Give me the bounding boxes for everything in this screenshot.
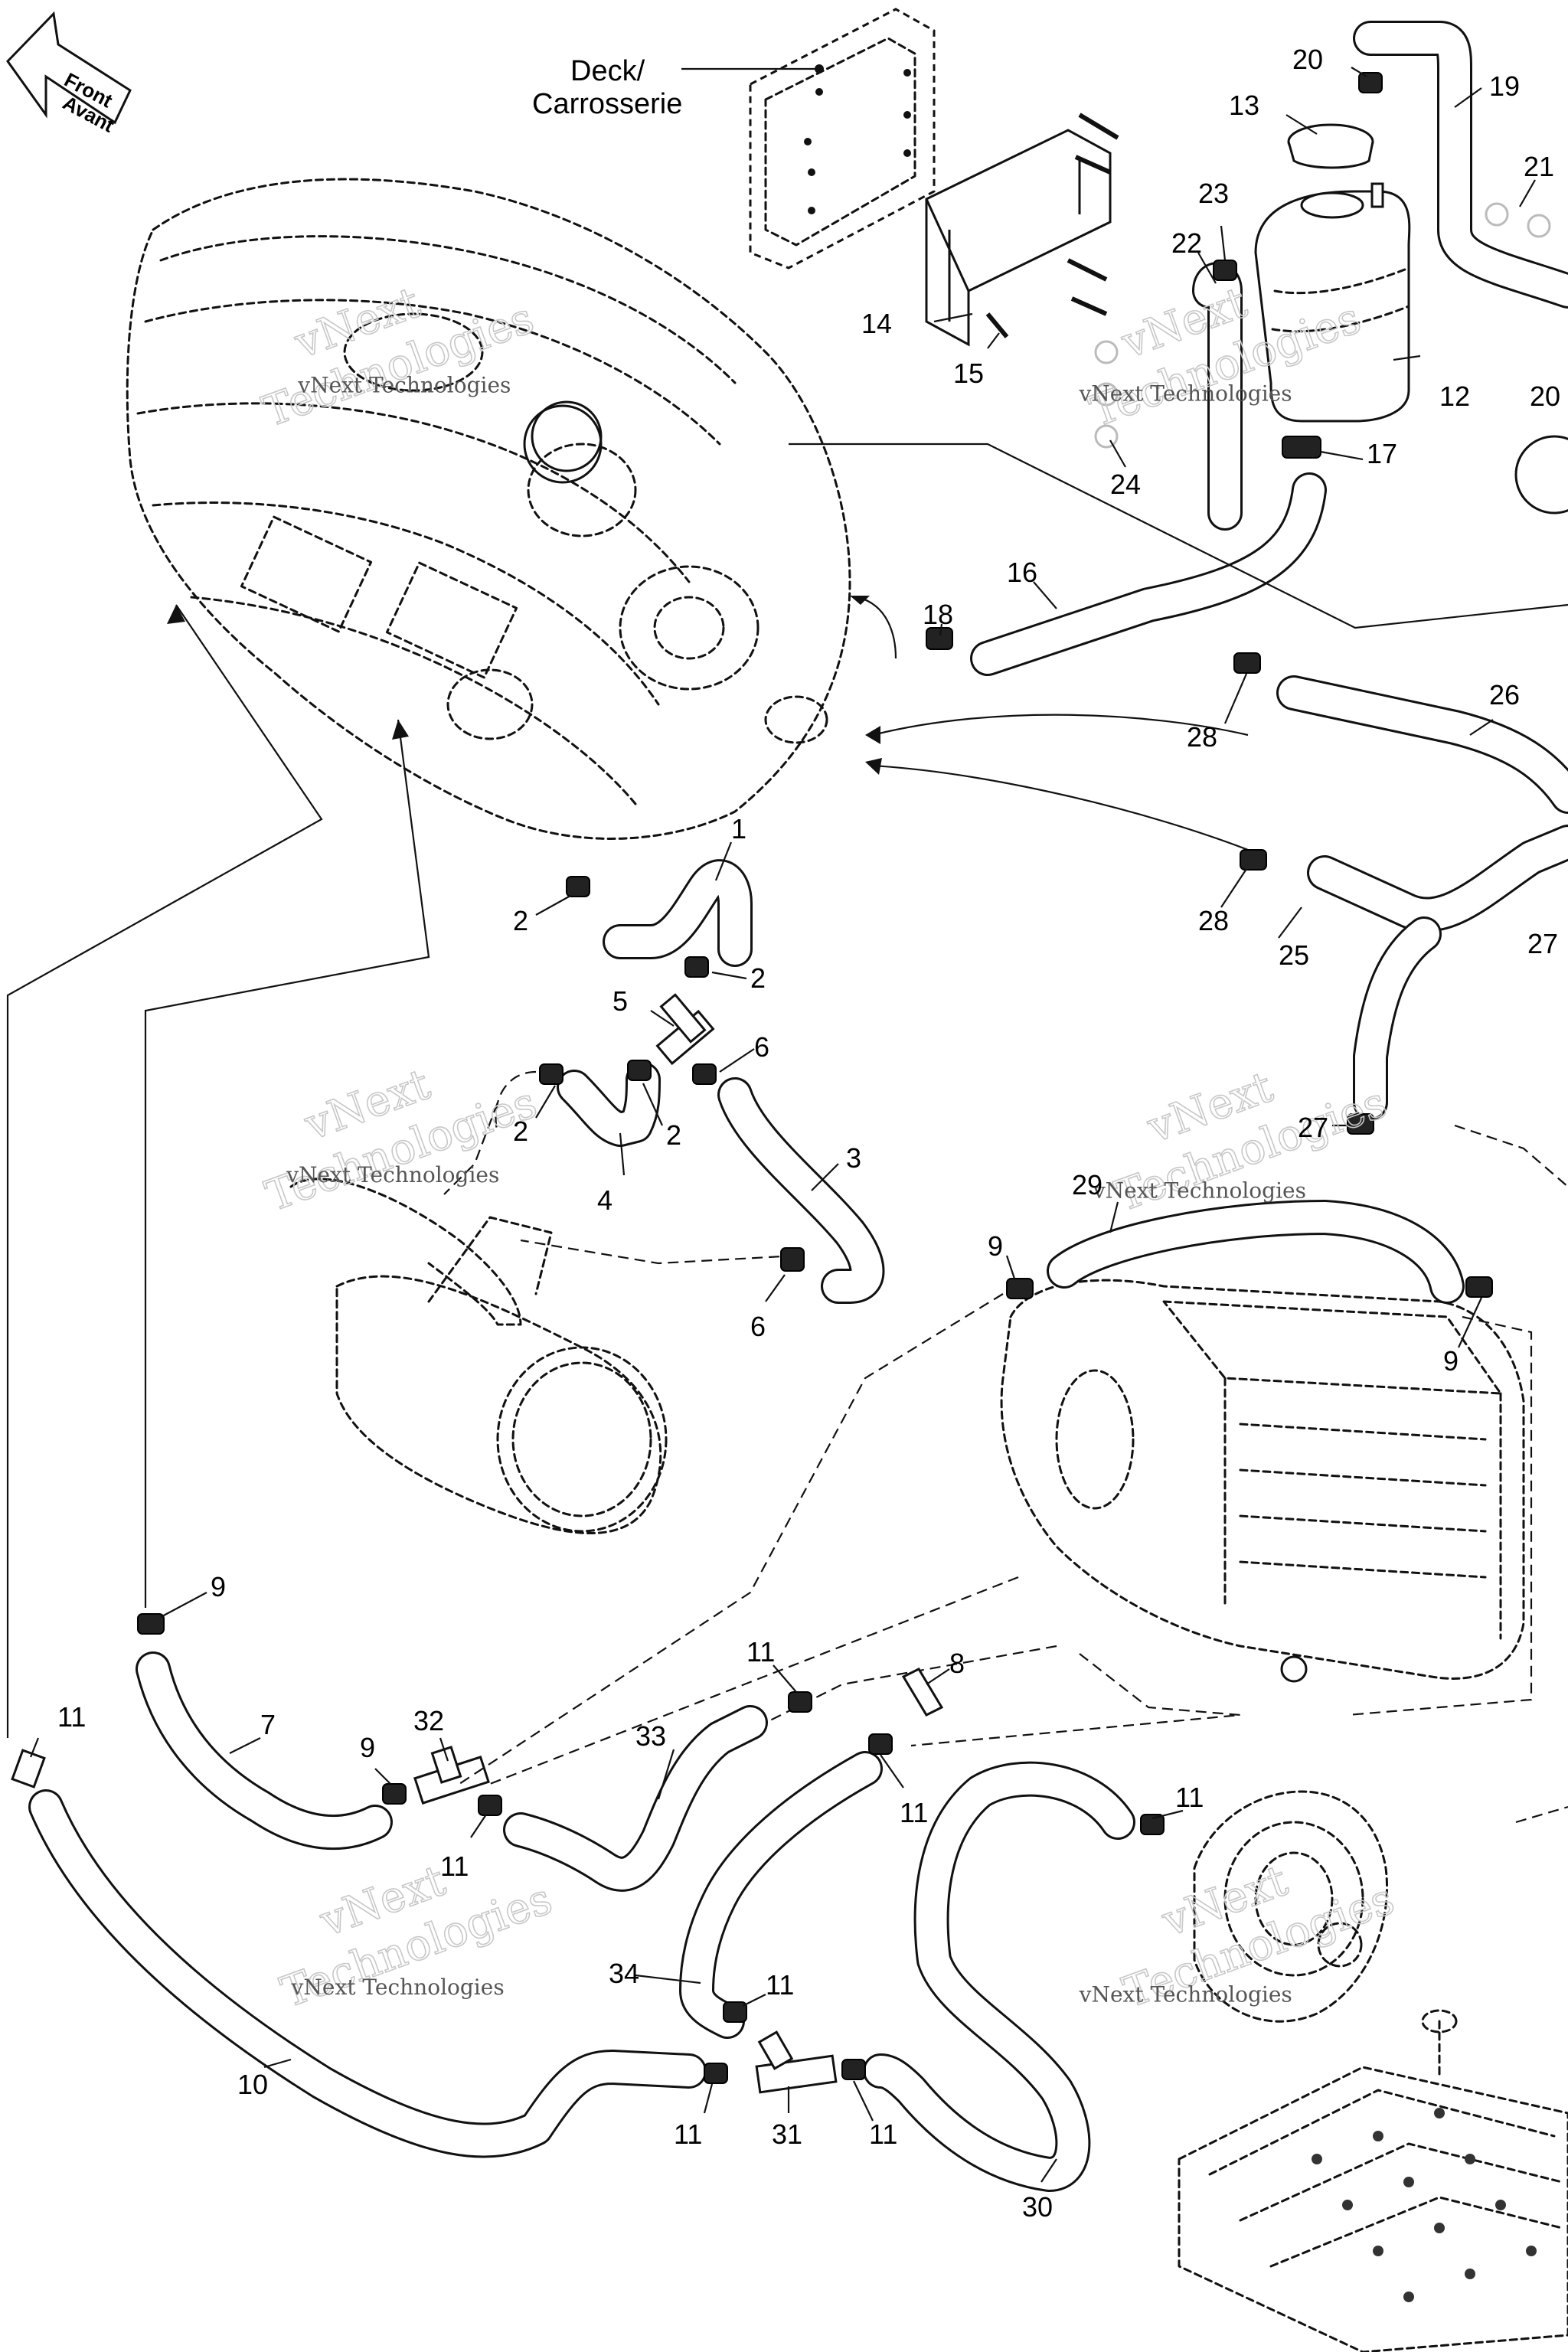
callout-11: 11 xyxy=(57,1701,86,1733)
callout-2: 2 xyxy=(666,1119,681,1151)
callout-16: 16 xyxy=(1007,557,1037,588)
watermark-mid-left: vNext Technologies vNext Technologies xyxy=(259,1059,544,1222)
callout-2: 2 xyxy=(513,1116,528,1147)
callout-numbers: 1 2 2 2 2 3 4 5 6 6 7 8 9 9 9 9 10 11 11… xyxy=(57,44,1560,2223)
fitting-11-left xyxy=(11,1749,46,1788)
callout-8: 8 xyxy=(949,1648,965,1679)
svg-text:vNext Technologies: vNext Technologies xyxy=(1079,1982,1292,2007)
svg-text:vNext Technologies: vNext Technologies xyxy=(297,372,511,397)
callout-30: 30 xyxy=(1022,2191,1053,2223)
ride-plate xyxy=(1178,2009,1568,2352)
callout-27: 27 xyxy=(1527,928,1558,959)
callout-1: 1 xyxy=(731,813,746,844)
rivets xyxy=(985,113,1119,338)
callout-23: 23 xyxy=(1198,178,1229,209)
svg-text:vNext Technologies: vNext Technologies xyxy=(1093,1178,1306,1203)
callout-34: 34 xyxy=(609,1958,639,1989)
callout-2: 2 xyxy=(513,905,528,936)
callout-22: 22 xyxy=(1171,227,1202,259)
callout-11: 11 xyxy=(869,2118,897,2150)
watermark-low-left: vNext Technologies vNext Technologies xyxy=(274,1855,559,2018)
callout-9: 9 xyxy=(1443,1345,1459,1377)
callout-6: 6 xyxy=(750,1311,766,1342)
callout-21: 21 xyxy=(1524,151,1554,182)
callout-18: 18 xyxy=(923,599,953,630)
callout-13: 13 xyxy=(1229,90,1259,121)
coolant-tank-cap xyxy=(1287,123,1374,169)
callout-20: 20 xyxy=(1292,44,1323,75)
callout-9: 9 xyxy=(988,1230,1003,1262)
watermark-top-left: vNext Technologies vNext Technologies xyxy=(256,277,541,438)
callout-31: 31 xyxy=(772,2118,802,2150)
callout-28: 28 xyxy=(1187,721,1217,753)
deck-panel xyxy=(749,8,936,270)
callout-14: 14 xyxy=(861,308,892,339)
callout-5: 5 xyxy=(612,985,628,1017)
callout-11: 11 xyxy=(766,1969,794,2001)
engine xyxy=(126,178,851,840)
callout-27: 27 xyxy=(1298,1112,1328,1143)
callout-leaders xyxy=(29,67,1536,2183)
callout-4: 4 xyxy=(597,1184,612,1216)
callout-9: 9 xyxy=(360,1732,375,1763)
tee-fitting-31 xyxy=(755,2030,838,2094)
callout-3: 3 xyxy=(846,1142,861,1174)
callout-6: 6 xyxy=(754,1031,769,1063)
callout-11: 11 xyxy=(674,2118,702,2150)
callout-15: 15 xyxy=(953,358,984,389)
callout-17: 17 xyxy=(1367,438,1397,469)
coolant-tank xyxy=(1254,182,1411,423)
callout-2: 2 xyxy=(750,962,766,994)
exhaust-muffler xyxy=(289,1178,668,1534)
callout-11: 11 xyxy=(746,1636,775,1668)
carrosserie-label: Carrosserie xyxy=(532,88,682,120)
tee-fitting-32 xyxy=(413,1746,490,1805)
deck-label: Deck/ xyxy=(570,55,645,87)
callout-24: 24 xyxy=(1110,469,1141,500)
callout-12: 12 xyxy=(1439,381,1470,412)
svg-text:vNext Technologies: vNext Technologies xyxy=(291,1975,505,2000)
callout-11: 11 xyxy=(1175,1782,1204,1813)
callout-26: 26 xyxy=(1489,679,1520,710)
callout-20: 20 xyxy=(1530,381,1560,412)
callout-32: 32 xyxy=(413,1705,444,1736)
coolant-tank-bracket xyxy=(925,129,1112,347)
callout-25: 25 xyxy=(1279,939,1309,971)
tee-fitting-5 xyxy=(655,993,715,1066)
callout-28: 28 xyxy=(1198,905,1229,936)
callout-29: 29 xyxy=(1072,1169,1102,1200)
svg-text:vNext Technologies: vNext Technologies xyxy=(1078,381,1292,407)
callout-7: 7 xyxy=(260,1709,276,1740)
callout-9: 9 xyxy=(211,1571,226,1602)
callout-11: 11 xyxy=(900,1797,928,1828)
svg-text:vNext Technologies: vNext Technologies xyxy=(286,1162,499,1187)
callout-10: 10 xyxy=(237,2069,268,2100)
jet-pump-housing xyxy=(1193,1790,1388,2023)
callout-33: 33 xyxy=(635,1720,666,1752)
intercooler xyxy=(1000,1279,1525,1683)
callout-11: 11 xyxy=(440,1851,469,1882)
hose-clamps xyxy=(137,72,1551,2084)
callout-19: 19 xyxy=(1489,70,1520,102)
front-direction-arrow: Front Avant xyxy=(6,11,132,137)
